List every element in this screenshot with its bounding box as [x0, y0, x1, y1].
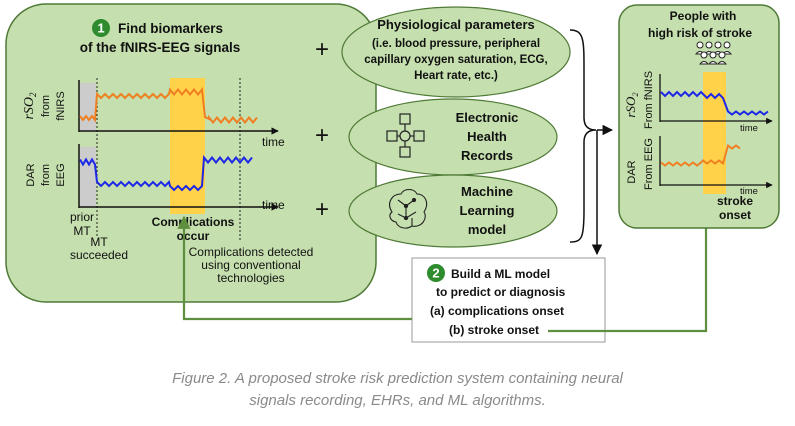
complication-window	[170, 78, 205, 214]
model-line-2: to predict or diagnosis	[436, 285, 566, 299]
risk-eeg-trace	[660, 143, 741, 167]
physio-line-4: Heart rate, etc.)	[414, 70, 498, 82]
label-detected-1: Complications detected	[189, 245, 314, 259]
risk-fnirs-trace	[660, 90, 769, 116]
label-mt: MT	[73, 224, 91, 238]
label-mt-succeeded-1: MT	[90, 235, 108, 249]
left-bottom-ylabel-from: from	[40, 164, 52, 186]
ehr-line-1: Electronic	[456, 110, 519, 125]
model-line-1: Build a ML model	[451, 267, 550, 281]
biomarker-title-1: Find biomarkers	[118, 21, 223, 36]
label-detected-2: using conventional	[201, 258, 300, 272]
left-bottom-xlabel: time	[262, 198, 285, 212]
risk-top-ylabel-var: rSO2	[623, 92, 640, 118]
risk-top-ylabel-src: From fNIRS	[643, 71, 655, 129]
ml-model-node: Machine Learning model	[348, 174, 558, 248]
risk-title-1: People with	[670, 9, 737, 23]
brain-icon	[389, 188, 428, 229]
risk-bottom-ylabel-src: From EEG	[643, 138, 655, 190]
prior-mt-region-top	[80, 83, 96, 131]
ehr-line-3: Records	[461, 148, 513, 163]
physio-line-2: (i.e. blood pressure, peripheral	[372, 38, 540, 50]
left-top-ylabel-from: from	[40, 95, 52, 117]
prior-mt-region-bottom	[80, 147, 96, 207]
physio-line-1: Physiological parameters	[377, 17, 535, 32]
ehr-node: Electronic Health Records	[348, 98, 558, 176]
physio-line-3: capillary oxygen saturation, ECG,	[364, 54, 547, 66]
risk-bottom-xlabel: time	[740, 186, 758, 197]
plus-sign-2: +	[315, 122, 329, 149]
step-1-number: 1	[97, 21, 104, 36]
risk-top-xlabel: time	[740, 123, 758, 134]
step-2-badge	[427, 264, 445, 282]
biomarker-panel: 1 Find biomarkers of the fNIRS-EEG signa…	[5, 3, 377, 303]
plus-sign-3: +	[315, 196, 329, 223]
risk-bottom-ylabel-var: DAR	[626, 160, 638, 183]
left-eeg-trace	[79, 154, 253, 192]
left-top-ylabel-var: rSO2	[22, 92, 38, 120]
stroke-onset-1: stroke	[717, 194, 753, 208]
stroke-onset-2: onset	[719, 208, 751, 222]
risk-onset-window	[703, 72, 726, 194]
caption-line-2: signals recording, EHRs, and ML algorith…	[249, 392, 546, 409]
model-line-3: (a) complications onset	[430, 304, 564, 318]
left-bottom-ylabel-var: DAR	[25, 163, 37, 186]
people-group-icon	[694, 41, 733, 65]
biomarker-title-2: of the fNIRS-EEG signals	[80, 40, 241, 55]
arrow-to-complications	[177, 215, 412, 321]
label-complications-1: Complications	[152, 215, 235, 229]
records-network-icon	[386, 113, 425, 158]
step-2-number: 2	[432, 266, 439, 281]
caption-line-1: Figure 2. A proposed stroke risk predict…	[172, 370, 623, 387]
label-prior: prior	[70, 210, 94, 224]
left-top-ylabel-src: fNIRS	[55, 91, 67, 120]
high-risk-panel: People with high risk of stroke rSO2 Fro…	[618, 4, 780, 229]
ehr-line-2: Health	[467, 129, 507, 144]
label-mt-succeeded-2: succeeded	[70, 248, 128, 262]
physiological-parameters-node: Physiological parameters (i.e. blood pre…	[341, 6, 571, 98]
label-complications-2: occur	[177, 229, 210, 243]
ml-line-2: Learning	[460, 203, 515, 218]
left-fnirs-trace	[79, 86, 258, 125]
ml-line-1: Machine	[461, 184, 513, 199]
label-detected-3: technologies	[217, 271, 284, 285]
plus-sign-1: +	[315, 36, 329, 63]
arrow-to-stroke-onset	[548, 194, 713, 333]
left-bottom-ylabel-src: EEG	[55, 163, 67, 186]
left-top-xlabel: time	[262, 135, 285, 149]
risk-title-2: high risk of stroke	[648, 26, 752, 40]
step-1-badge	[92, 19, 110, 37]
model-line-4: (b) stroke onset	[449, 323, 539, 337]
ml-model-box: 2 Build a ML model to predict or diagnos…	[411, 257, 606, 343]
combine-brace	[569, 29, 597, 243]
ml-line-3: model	[468, 222, 506, 237]
figure-caption: Figure 2. A proposed stroke risk predict…	[0, 368, 795, 412]
